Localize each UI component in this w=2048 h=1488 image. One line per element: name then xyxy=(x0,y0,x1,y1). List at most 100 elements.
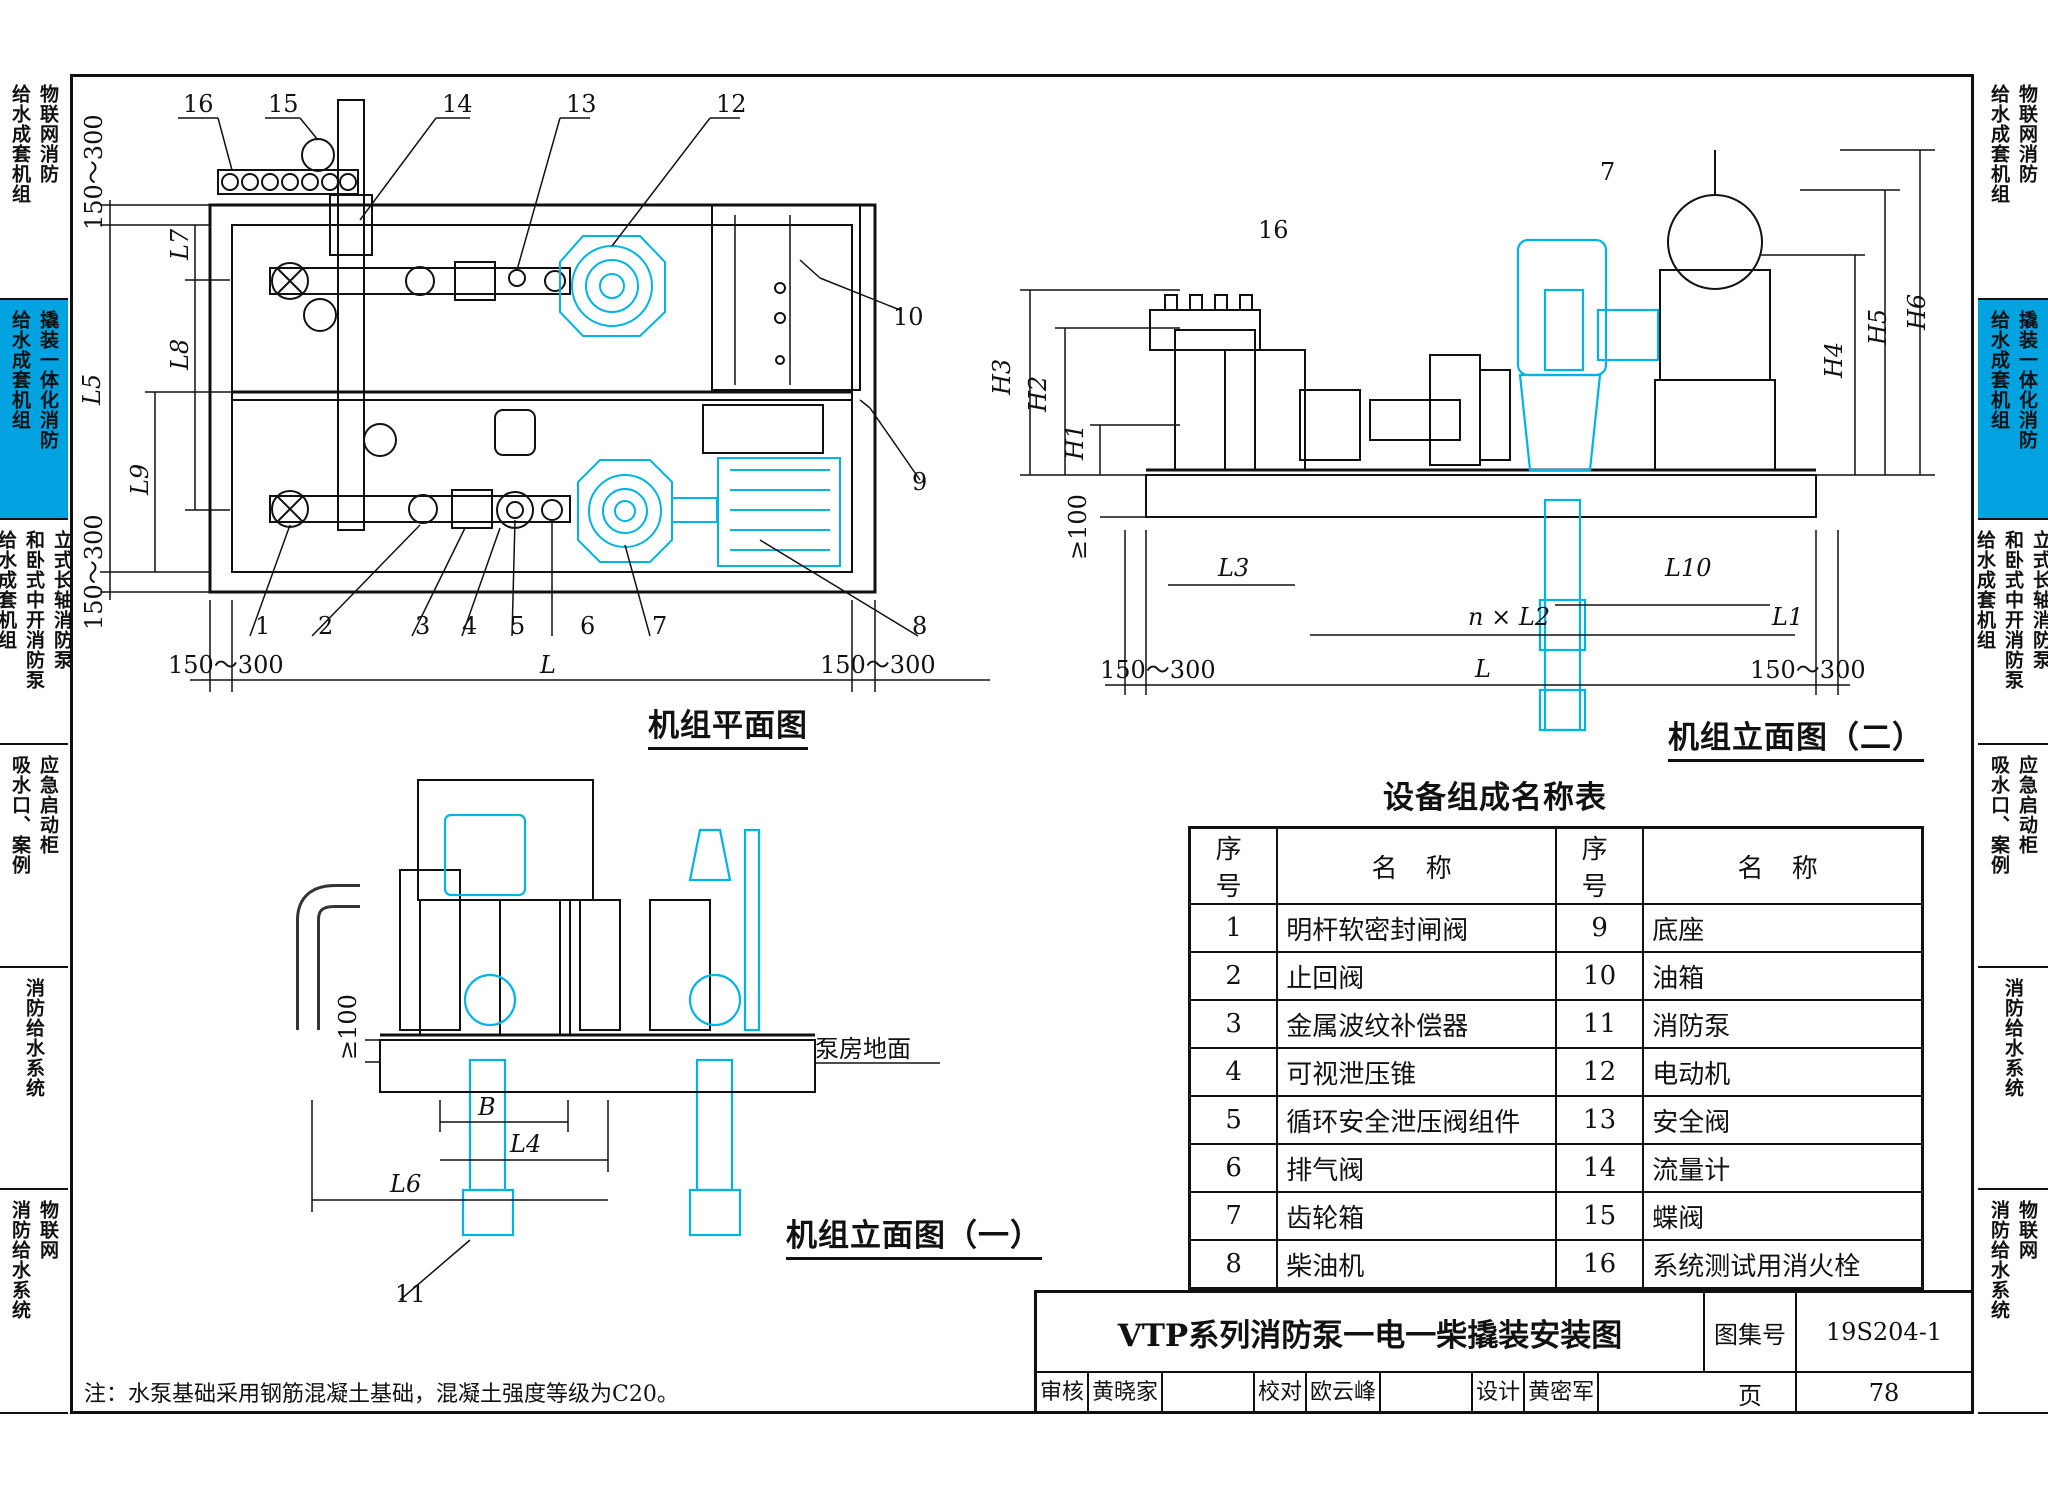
equipment-number: 16 xyxy=(1554,1239,1645,1290)
side-tab-label: 给水成套机组 xyxy=(1988,84,2010,204)
elev2-dim-L3: L3 xyxy=(1217,554,1249,582)
side-tab-label: 撬装一体化消防 xyxy=(37,310,59,450)
right-side-tab-1[interactable]: 物联网消防给水成套机组 xyxy=(1978,74,2048,300)
right-side-tab-2[interactable]: 撬装一体化消防给水成套机组 xyxy=(1978,300,2048,520)
left-side-tab-3[interactable]: 立式长轴消防泵和卧式中开消防泵给水成套机组 xyxy=(0,520,73,745)
side-tab-label: 消防给水系统 xyxy=(23,978,45,1098)
plan-dim-side-left: 150～300 xyxy=(168,651,284,679)
right-side-tab-4[interactable]: 应急启动柜吸水口、案例 xyxy=(1978,745,2048,968)
left-side-tab-5[interactable]: 消防给水系统 xyxy=(0,968,68,1190)
plan-callout-10: 10 xyxy=(893,303,924,331)
side-tab-label: 撬装一体化消防 xyxy=(2016,310,2038,450)
plan-dim-L8: L8 xyxy=(166,339,194,371)
equipment-name: 金属波纹补偿器 xyxy=(1276,999,1557,1049)
equipment-number: 14 xyxy=(1554,1143,1645,1193)
elev1-floor-label: 泵房地面 xyxy=(815,1035,911,1063)
equipment-number: 10 xyxy=(1554,951,1645,1001)
side-tab-label: 和卧式中开消防泵 xyxy=(2002,530,2024,690)
side-tab-label: 和卧式中开消防泵 xyxy=(23,530,45,690)
plan-callout-6: 6 xyxy=(580,612,595,640)
plan-callout-7: 7 xyxy=(652,612,667,640)
plan-dim-L5: L5 xyxy=(78,374,106,406)
equipment-number: 9 xyxy=(1554,903,1645,953)
plan-callout-8: 8 xyxy=(912,612,927,640)
side-tab-label: 立式长轴消防泵 xyxy=(2030,530,2048,670)
equipment-number: 7 xyxy=(1188,1191,1279,1241)
plan-dim-side-right: 150～300 xyxy=(820,651,936,679)
right-side-tab-3[interactable]: 立式长轴消防泵和卧式中开消防泵给水成套机组 xyxy=(1974,520,2048,745)
elev2-dim-H3: H3 xyxy=(988,359,1016,396)
side-tab-label: 应急启动柜 xyxy=(37,755,59,855)
equipment-name: 齿轮箱 xyxy=(1276,1191,1557,1241)
side-tab-label: 消防给水系统 xyxy=(2002,978,2024,1098)
side-tab-label: 消防给水系统 xyxy=(1988,1200,2010,1320)
equipment-table-header-row: 序号 名 称 序号 名 称 xyxy=(1188,826,1924,905)
plan-dim-side-top: 150～300 xyxy=(80,114,108,230)
elev2-dim-H1: H1 xyxy=(1061,424,1089,461)
title-block: VTP系列消防泵一电一柴撬装安装图 图集号 19S204-1 页 78 审核 黄… xyxy=(1034,1290,1974,1414)
equipment-number: 11 xyxy=(1554,999,1645,1049)
elev1-callout-11: 11 xyxy=(395,1280,426,1308)
plan-callout-2: 2 xyxy=(318,612,333,640)
plan-callout-12: 12 xyxy=(716,90,747,118)
equipment-number: 3 xyxy=(1188,999,1279,1049)
right-side-tab-5[interactable]: 消防给水系统 xyxy=(1978,968,2048,1190)
elev2-dim-H4: H4 xyxy=(1820,342,1848,379)
plan-callout-1: 1 xyxy=(255,612,270,640)
side-tab-label: 物联网 xyxy=(2016,1200,2038,1260)
equipment-name: 底座 xyxy=(1642,903,1924,953)
left-side-tab-4[interactable]: 应急启动柜吸水口、案例 xyxy=(0,745,68,968)
elev2-dim-H2: H2 xyxy=(1024,376,1052,413)
equipment-name: 安全阀 xyxy=(1642,1095,1924,1145)
equipment-name: 可视泄压锥 xyxy=(1276,1047,1557,1097)
checker-name: 欧云峰 xyxy=(1307,1373,1382,1413)
elev2-dim-L1: L1 xyxy=(1771,603,1803,631)
equipment-name: 油箱 xyxy=(1642,951,1924,1001)
check-label: 校对 xyxy=(1255,1373,1308,1413)
designer-signature xyxy=(1599,1373,1669,1413)
plan-callout-14: 14 xyxy=(442,90,473,118)
equipment-number: 1 xyxy=(1188,903,1279,953)
header-no-1: 序号 xyxy=(1188,826,1279,905)
elev2-dim-nL2: n × L2 xyxy=(1468,603,1550,631)
equipment-number: 12 xyxy=(1554,1047,1645,1097)
plan-dim-L7: L7 xyxy=(166,228,194,261)
atlas-label: 图集号 xyxy=(1705,1293,1797,1373)
right-side-tab-6[interactable]: 物联网消防给水系统 xyxy=(1978,1190,2048,1414)
drawing-frame xyxy=(70,74,1974,1414)
elev2-callout-16: 16 xyxy=(1258,216,1289,244)
equipment-name: 循环安全泄压阀组件 xyxy=(1276,1095,1557,1145)
side-tab-label: 物联网 xyxy=(37,1200,59,1260)
review-label: 审核 xyxy=(1037,1373,1090,1413)
page-number: 78 xyxy=(1868,1379,1900,1407)
side-tab-label: 给水成套机组 xyxy=(9,84,31,204)
elev1-dim-L6: L6 xyxy=(389,1170,421,1198)
equipment-number: 8 xyxy=(1188,1239,1279,1290)
side-tab-label: 给水成套机组 xyxy=(1974,530,1996,650)
equipment-name: 蝶阀 xyxy=(1642,1191,1924,1241)
left-side-tab-6[interactable]: 物联网消防给水系统 xyxy=(0,1190,68,1414)
elev2-dim-H6: H6 xyxy=(1903,294,1931,331)
left-side-tab-1[interactable]: 物联网消防给水成套机组 xyxy=(0,74,68,300)
plan-callout-15: 15 xyxy=(268,90,299,118)
left-side-tab-2[interactable]: 撬装一体化消防给水成套机组 xyxy=(0,300,68,520)
plan-callout-13: 13 xyxy=(566,90,597,118)
signature-row: 审核 黄晓家 校对 欧云峰 设计 黄密军 xyxy=(1037,1373,1669,1413)
header-name-1: 名 称 xyxy=(1276,826,1557,905)
footnote: 注：水泵基础采用钢筋混凝土基础，混凝土强度等级为C20。 xyxy=(84,1382,679,1407)
elev2-callout-7: 7 xyxy=(1600,158,1615,186)
equipment-name: 消防泵 xyxy=(1642,999,1924,1049)
plan-view-title: 机组平面图 xyxy=(648,700,808,750)
checker-signature xyxy=(1381,1373,1474,1413)
elev1-dim-L4: L4 xyxy=(509,1130,541,1158)
equipment-name: 电动机 xyxy=(1642,1047,1924,1097)
plan-dim-L9: L9 xyxy=(126,464,154,496)
elev2-dim-min100: ≥100 xyxy=(1064,494,1092,560)
